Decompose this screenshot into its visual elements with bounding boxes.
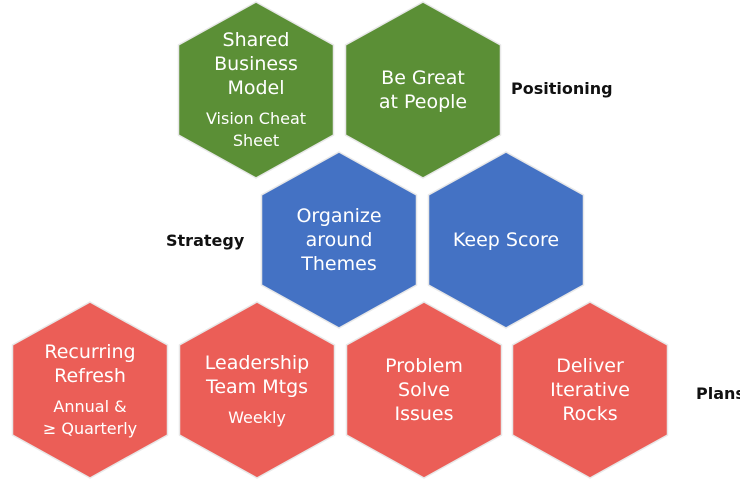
hexagon-positioning-1 [344, 1, 502, 179]
hexagon-plans-3 [511, 301, 669, 479]
hexagon-plans-1 [178, 301, 336, 479]
hexagon-plans-0 [11, 301, 169, 479]
hexagon-strategy-0 [260, 151, 418, 329]
hexagon-strategy-1 [427, 151, 585, 329]
hexagon-plans-2 [345, 301, 503, 479]
row-label-positioning: Positioning [511, 79, 613, 98]
row-label-plans: Plans [696, 384, 740, 403]
row-label-strategy: Strategy [166, 231, 245, 250]
hexagon-positioning-0 [177, 1, 335, 179]
